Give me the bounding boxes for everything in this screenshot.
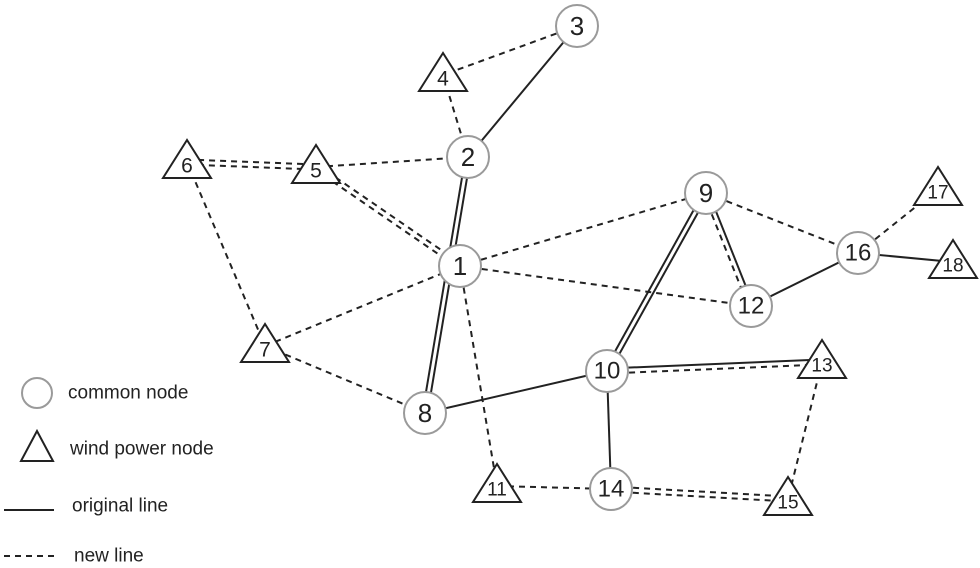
legend-new-line-label: new line (74, 546, 144, 567)
edges-layer (186, 25, 954, 503)
wind-power-node-triangle-icon (912, 165, 964, 206)
node-13: 13 (796, 338, 848, 379)
node-label: 15 (777, 493, 798, 514)
edge-2-3-original-line (467, 25, 578, 158)
wind-power-node-triangle-icon (161, 138, 213, 179)
node-5: 5 (290, 143, 342, 184)
edge-9-10-original-line (603, 191, 705, 371)
wind-power-node-triangle-icon (796, 338, 848, 379)
edge-9-10-original-line (608, 193, 710, 373)
edge-2-8-original-line (426, 157, 472, 414)
legend-original-line-label: original line (72, 496, 168, 517)
node-label: 17 (927, 183, 948, 204)
edge-10-13-original-line (606, 358, 822, 370)
node-1: 1 (438, 244, 482, 288)
edge-5-2-new-line (315, 156, 469, 168)
wind-power-node-triangle-icon (927, 238, 979, 279)
node-2: 2 (446, 135, 490, 179)
node-label: 2 (461, 142, 475, 172)
legend-wind-power-node-label: wind power node (69, 439, 214, 460)
node-11: 11 (471, 462, 523, 503)
node-label: 4 (437, 68, 449, 91)
common-node-circle-icon (555, 4, 599, 48)
edge-5-1-new-line (314, 168, 460, 269)
node-label: 16 (845, 240, 872, 267)
node-label: 5 (310, 160, 322, 183)
node-label: 14 (598, 476, 625, 503)
common-node-circle-icon (403, 391, 447, 435)
node-18: 18 (927, 238, 979, 279)
edge-6-7-new-line (186, 161, 266, 347)
edge-1-12-new-line (459, 265, 752, 307)
node-label: 7 (259, 339, 271, 362)
node-6: 6 (161, 138, 213, 179)
edge-1-11-new-line (459, 265, 498, 487)
edge-6-5-new-line (187, 158, 317, 166)
legend-common-node-icon (21, 377, 53, 409)
node-7: 7 (239, 322, 291, 363)
node-label: 9 (699, 178, 713, 208)
node-label: 8 (418, 398, 432, 428)
node-12: 12 (729, 284, 773, 328)
edge-10-13-new-line (607, 363, 823, 375)
common-node-circle-icon (589, 467, 633, 511)
edge-2-8-original-line (421, 156, 467, 413)
node-label: 6 (181, 155, 193, 178)
node-label: 13 (811, 356, 832, 377)
common-node-circle-icon (446, 135, 490, 179)
edge-7-8-new-line (264, 345, 426, 414)
wind-power-node-triangle-icon (762, 475, 814, 516)
node-14: 14 (589, 467, 633, 511)
wind-power-node-triangle-icon (239, 322, 291, 363)
edge-3-4-new-line (442, 25, 578, 76)
node-label: 12 (738, 293, 765, 320)
node-15: 15 (762, 475, 814, 516)
node-label: 18 (942, 256, 963, 277)
common-node-circle-icon (729, 284, 773, 328)
node-label: 11 (487, 480, 507, 501)
edge-8-10-original-line (424, 370, 608, 414)
legend-common-node-label: common node (68, 383, 188, 404)
common-node-circle-icon (438, 244, 482, 288)
node-9: 9 (684, 171, 728, 215)
edge-7-1-new-line (264, 265, 461, 347)
node-10: 10 (585, 349, 629, 393)
edge-5-1-new-line (316, 164, 462, 265)
edge-1-9-new-line (459, 192, 707, 267)
edge-11-14-new-line (496, 485, 612, 490)
node-3: 3 (555, 4, 599, 48)
node-17: 17 (912, 165, 964, 206)
node-label: 10 (594, 358, 621, 385)
node-4: 4 (417, 51, 469, 92)
node-8: 8 (403, 391, 447, 435)
node-label: 1 (453, 251, 467, 281)
wind-power-node-triangle-icon (471, 462, 523, 503)
node-label: 3 (570, 11, 584, 41)
common-node-circle-icon (684, 171, 728, 215)
node-16: 16 (836, 231, 880, 275)
edge-14-15-new-line (611, 485, 789, 498)
edge-9-16-new-line (705, 192, 859, 254)
edge-14-15-new-line (610, 490, 788, 503)
wind-power-node-triangle-icon (417, 51, 469, 92)
edge-13-15-new-line (787, 361, 823, 500)
common-node-circle-icon (836, 231, 880, 275)
wind-power-node-triangle-icon (290, 143, 342, 184)
legend: common node wind power node original lin… (4, 377, 214, 567)
common-node-circle-icon (585, 349, 629, 393)
legend-wind-power-node-icon (19, 428, 55, 462)
